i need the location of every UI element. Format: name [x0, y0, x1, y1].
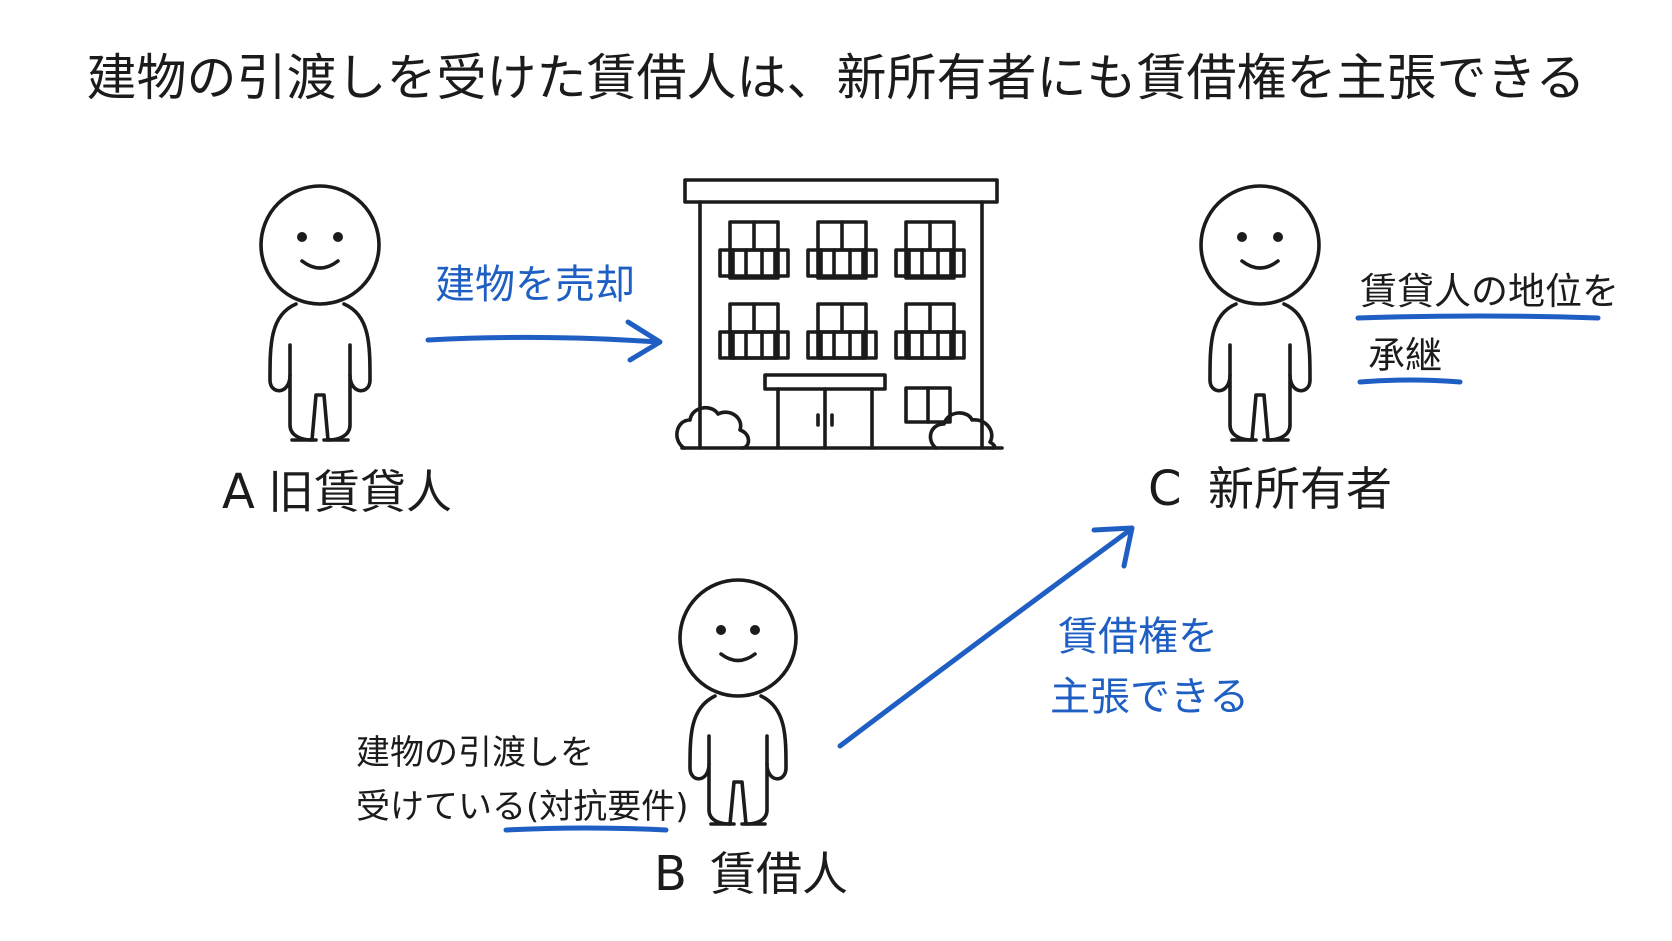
- apartment-building-icon: [675, 178, 1004, 450]
- arrow-icon: [837, 525, 1135, 749]
- person-icon: [259, 184, 381, 442]
- requirement-note-line1: 建物の引渡しを: [356, 733, 594, 773]
- person-b-letter: B: [654, 846, 687, 902]
- arrow-icon: [425, 319, 663, 363]
- requirement-underline: [503, 825, 669, 833]
- person-b: [678, 578, 798, 826]
- claim-label-line1: 賃借権を: [1058, 614, 1218, 660]
- claim-label-line2: 主張できる: [1050, 674, 1249, 720]
- sale-label: 建物を売却: [435, 262, 635, 308]
- succession-underline-2: [1357, 377, 1463, 385]
- person-c: [1199, 184, 1321, 442]
- requirement-note-prefix: 受けている: [356, 787, 526, 827]
- person-a: [259, 184, 381, 442]
- page-title: 建物の引渡しを受けた賃借人は、新所有者にも賃借権を主張できる: [87, 49, 1586, 107]
- person-c-role: 新所有者: [1208, 462, 1392, 516]
- succession-note-line1: 賃貸人の地位を: [1360, 270, 1619, 313]
- succession-underline-1: [1355, 313, 1601, 321]
- requirement-note-line2: 受けている(対抗要件): [356, 787, 689, 827]
- person-c-letter: C: [1148, 461, 1182, 517]
- person-a-letter: A: [222, 464, 255, 520]
- person-b-role: 賃借人: [710, 847, 848, 901]
- requirement-note-emphasis: (対抗要件): [526, 787, 689, 827]
- person-icon: [1199, 184, 1321, 442]
- succession-note-line2: 承継: [1368, 334, 1442, 377]
- person-icon: [678, 578, 798, 826]
- person-a-role: 旧賃貸人: [268, 465, 452, 519]
